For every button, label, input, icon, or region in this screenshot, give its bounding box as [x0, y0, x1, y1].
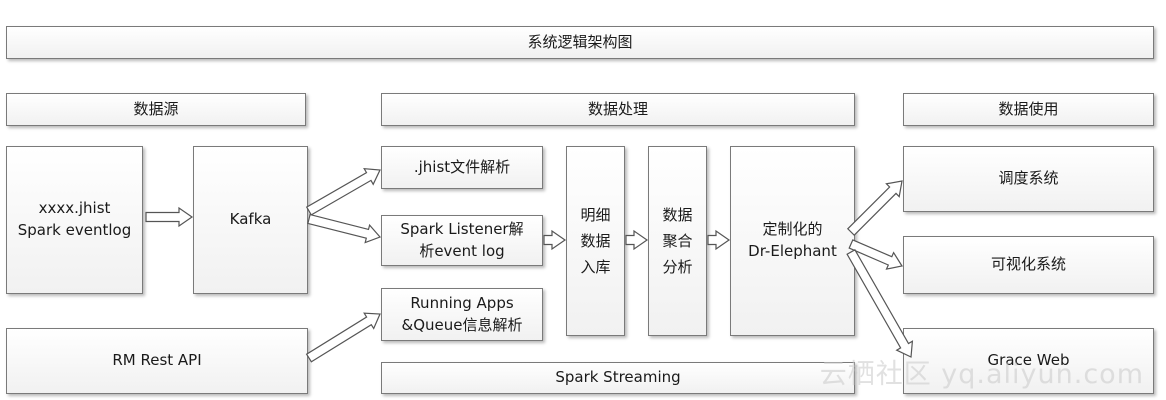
node-spark-streaming: Spark Streaming	[381, 362, 855, 394]
diagram-title: 系统逻辑架构图	[6, 26, 1154, 59]
node-rm-rest-api: RM Rest API	[6, 328, 308, 394]
arrow-kafka-to-jhist-parse	[305, 168, 381, 216]
node-detail-storage: 明细 数据 入库	[566, 146, 625, 336]
section-header-source: 数据源	[6, 93, 306, 126]
node-aggregation-analysis: 数据 聚合 分析	[648, 146, 707, 336]
node-jhist-parse: .jhist文件解析	[381, 146, 543, 189]
arrow-storage-to-aggregation	[625, 229, 649, 251]
node-grace-web: Grace Web	[903, 328, 1154, 394]
node-kafka: Kafka	[193, 146, 308, 294]
node-scheduling-system: 调度系统	[903, 146, 1154, 212]
section-header-usage: 数据使用	[903, 93, 1154, 126]
arrow-spark-listener-to-storage	[543, 229, 567, 251]
node-visualization-system: 可视化系统	[903, 236, 1154, 294]
node-jhist-eventlog-source: xxxx.jhist Spark eventlog	[6, 146, 143, 294]
section-header-processing: 数据处理	[381, 93, 855, 126]
arrow-aggregation-to-dr-elephant	[707, 229, 731, 251]
arrow-kafka-to-spark-listener	[307, 213, 382, 244]
node-dr-elephant: 定制化的 Dr-Elephant	[730, 146, 855, 336]
node-running-apps-queue: Running Apps &Queue信息解析	[381, 288, 543, 341]
arrow-source-to-kafka	[145, 206, 194, 228]
arrow-dr-elephant-to-visualization	[848, 239, 903, 270]
arrow-dr-elephant-to-scheduling	[846, 180, 903, 237]
node-spark-listener: Spark Listener解 析event log	[381, 215, 543, 266]
arrow-dr-elephant-to-grace-web	[846, 248, 914, 358]
arrow-rm-api-to-running-apps	[305, 312, 381, 363]
